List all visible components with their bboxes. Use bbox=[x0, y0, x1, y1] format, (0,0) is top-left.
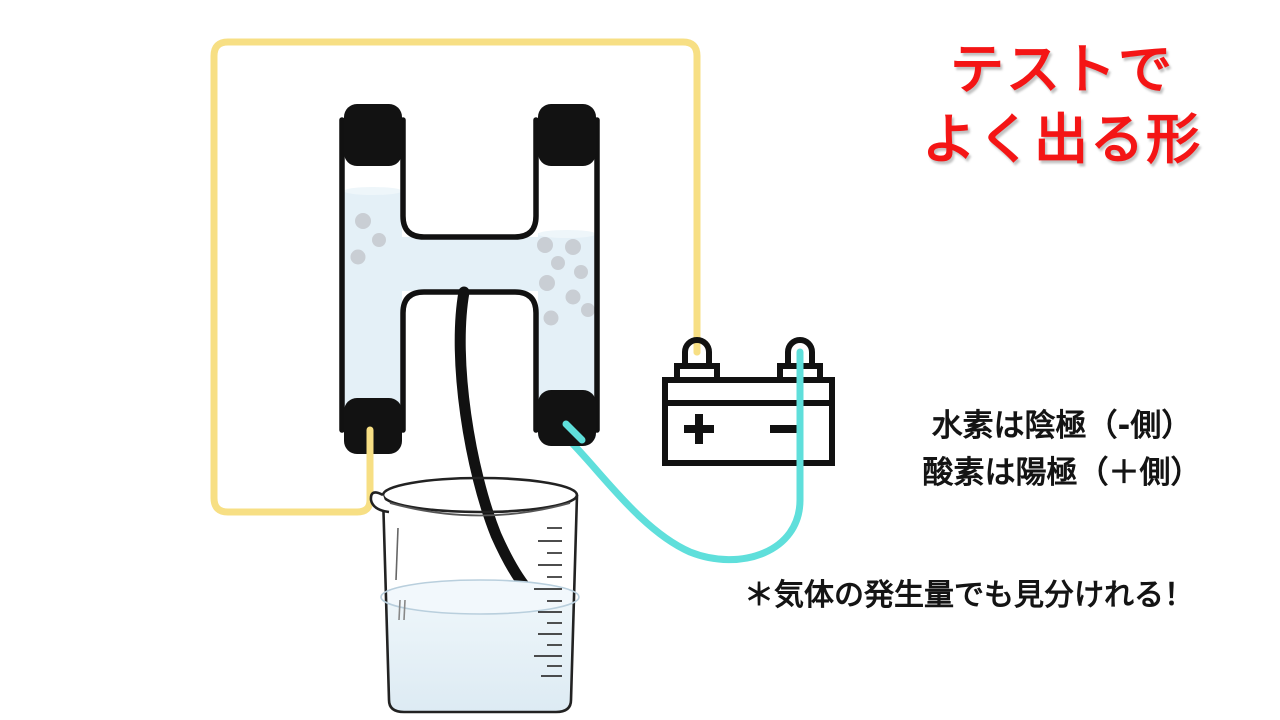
bubbles-left-tube bbox=[350, 213, 386, 265]
stopper-top-right bbox=[538, 104, 596, 166]
terminal-post-minus bbox=[785, 337, 815, 366]
tube-water bbox=[344, 187, 596, 438]
black-drain-tube bbox=[454, 286, 533, 595]
electrode-notes: 水素は陰極（-側） 酸素は陽極（＋側） bbox=[862, 408, 1262, 491]
dry-cell-battery bbox=[662, 337, 835, 466]
stopper-top-left bbox=[344, 104, 402, 166]
electrode-stoppers bbox=[344, 104, 596, 454]
negative-electrode-lead bbox=[562, 420, 586, 444]
bubbles-right-tube bbox=[537, 237, 595, 326]
footnote-text: ＊気体の発生量でも見分けれる！ bbox=[744, 578, 1194, 613]
beaker-with-water bbox=[369, 476, 580, 714]
beaker-graduations bbox=[534, 527, 562, 677]
hydrogen-note: 水素は陰極（-側） bbox=[931, 408, 1193, 444]
electrode-bottom-left bbox=[344, 398, 402, 454]
negative-wire bbox=[562, 348, 804, 564]
title-line-1: テストで bbox=[950, 38, 1174, 101]
page-title: テストで よく出る形 bbox=[862, 38, 1262, 171]
h-shaped-electrolysis-tube bbox=[339, 117, 600, 438]
positive-wire bbox=[210, 38, 701, 516]
electrode-bottom-right bbox=[538, 390, 596, 446]
oxygen-note: 酸素は陽極（＋側） bbox=[922, 454, 1202, 491]
terminal-post-plus bbox=[682, 337, 712, 366]
battery-minus-symbol bbox=[770, 425, 800, 433]
title-line-2: よく出る形 bbox=[922, 107, 1202, 171]
battery-plus-symbol bbox=[684, 414, 714, 444]
